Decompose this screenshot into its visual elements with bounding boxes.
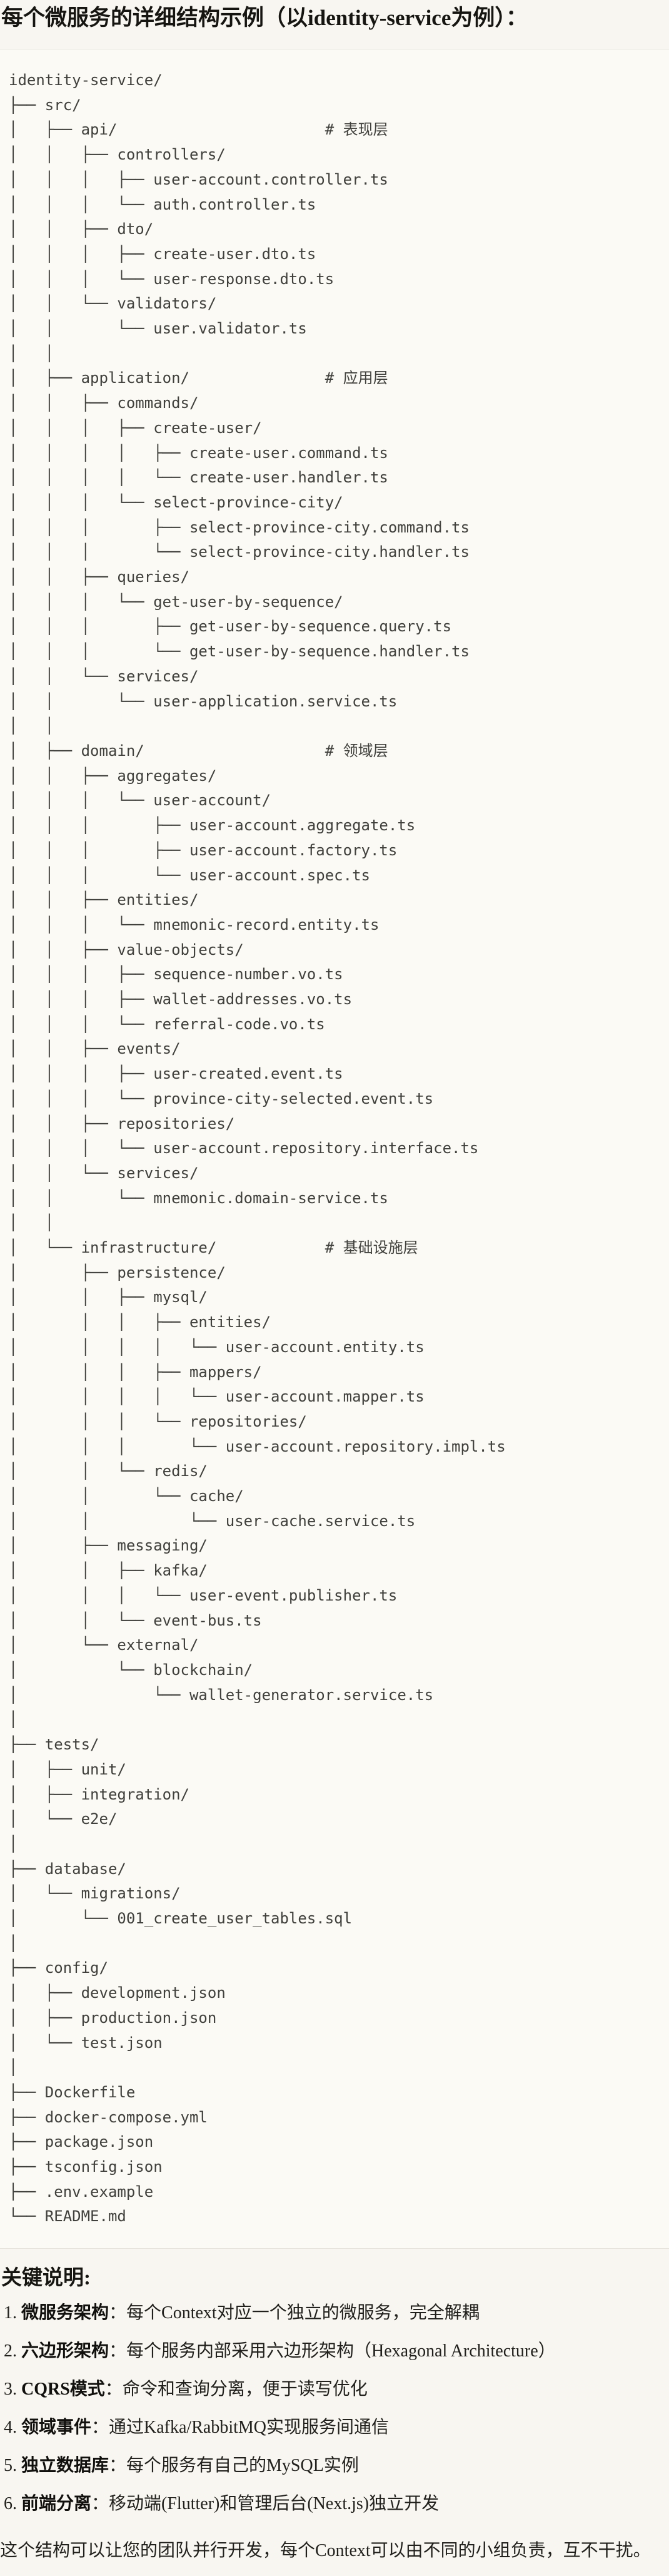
list-item: 4.领域事件：通过Kafka/RabbitMQ实现服务间通信 xyxy=(4,2416,669,2440)
list-item: 2.六边形架构：每个服务内部采用六边形架构（Hexagonal Architec… xyxy=(4,2339,669,2363)
list-item-colon: ： xyxy=(91,2494,109,2514)
list-item: 6.前端分离：移动端(Flutter)和管理后台(Next.js)独立开发 xyxy=(4,2492,669,2516)
list-item-colon: ： xyxy=(104,2380,123,2400)
list-item: 3.CQRS模式：命令和查询分离，便于读写优化 xyxy=(4,2378,669,2401)
list-item-colon: ： xyxy=(91,2418,109,2438)
list-item-colon: ： xyxy=(109,2303,127,2323)
list-item-label: 领域事件 xyxy=(21,2418,92,2438)
code-block: identity-service/ ├── src/ │ ├── api/ # … xyxy=(0,49,669,2249)
list-item-number: 5. xyxy=(4,2456,17,2476)
list-item-label: 独立数据库 xyxy=(21,2456,109,2476)
list-item-text: 每个服务有自己的MySQL实例 xyxy=(126,2456,359,2476)
list-item-number: 6. xyxy=(4,2494,17,2514)
directory-tree-text: identity-service/ ├── src/ │ ├── api/ # … xyxy=(9,71,506,2226)
list-item-label: 微服务架构 xyxy=(21,2303,109,2323)
list-item-text: 每个Context对应一个独立的微服务，完全解耦 xyxy=(126,2303,480,2323)
list-item-number: 4. xyxy=(4,2418,17,2438)
list-item-number: 3. xyxy=(4,2380,17,2400)
list-item-text: 每个服务内部采用六边形架构（Hexagonal Architecture） xyxy=(126,2341,556,2361)
key-notes-heading: 关键说明: xyxy=(1,2267,91,2290)
list-item-number: 1. xyxy=(4,2303,17,2323)
key-notes-list: 1.微服务架构：每个Context对应一个独立的微服务，完全解耦 2.六边形架构… xyxy=(0,2301,669,2516)
list-item-number: 2. xyxy=(4,2341,17,2361)
closing-paragraph: 这个结构可以让您的团队并行开发，每个Context可以由不同的小组负责，互不干扰… xyxy=(0,2541,651,2561)
list-item: 5.独立数据库：每个服务有自己的MySQL实例 xyxy=(4,2454,669,2478)
page-title: 每个微服务的详细结构示例（以identity-service为例）： xyxy=(1,6,528,30)
list-item-label: 六边形架构 xyxy=(21,2341,109,2361)
list-item: 1.微服务架构：每个Context对应一个独立的微服务，完全解耦 xyxy=(4,2301,669,2325)
list-item-text: 移动端(Flutter)和管理后台(Next.js)独立开发 xyxy=(109,2494,440,2514)
list-item-text: 通过Kafka/RabbitMQ实现服务间通信 xyxy=(109,2418,389,2438)
list-item-label: CQRS模式 xyxy=(21,2380,105,2400)
list-item-text: 命令和查询分离，便于读写优化 xyxy=(122,2380,368,2400)
list-item-label: 前端分离 xyxy=(21,2494,92,2514)
list-item-colon: ： xyxy=(109,2456,127,2476)
list-item-colon: ： xyxy=(109,2341,127,2361)
